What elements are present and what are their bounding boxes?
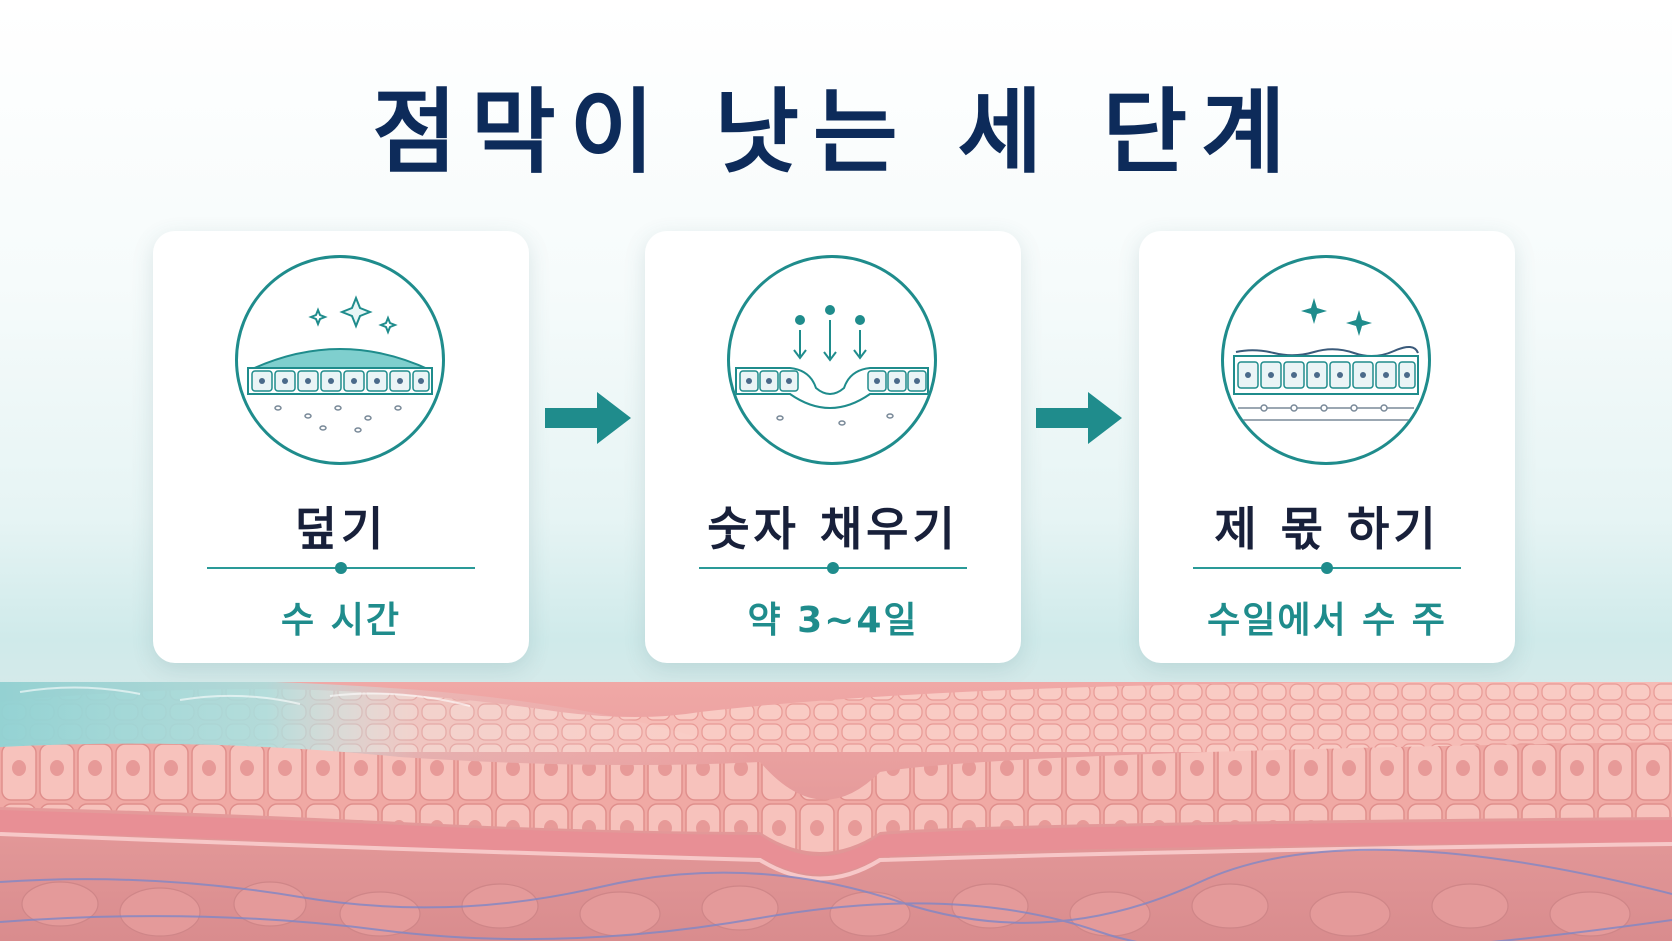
- page-title: 점막이 낫는 세 단계: [372, 79, 1300, 186]
- stage-card-1: 덮기 수 시간: [153, 231, 529, 663]
- stage-duration-1: 수 시간: [281, 600, 401, 641]
- stage-duration-3: 수일에서 수 주: [1207, 600, 1447, 641]
- stage-name-3: 제 몫 하기: [1214, 502, 1440, 556]
- tissue-illustration: [0, 682, 1672, 941]
- arrow-right-icon: [545, 392, 631, 444]
- cells-filling-gap-icon: [727, 255, 937, 465]
- stage-divider-dot-3: [1321, 562, 1333, 574]
- restored-tissue-icon: [1221, 255, 1431, 465]
- stage-card-2: 숫자 채우기 약 3~4일: [645, 231, 1021, 663]
- cell-layer-covered-icon: [235, 255, 445, 465]
- stage-divider-dot-2: [827, 562, 839, 574]
- stage-divider-dot-1: [335, 562, 347, 574]
- stage-card-3: 제 몫 하기 수일에서 수 주: [1139, 231, 1515, 663]
- stage-name-1: 덮기: [294, 502, 388, 556]
- stage-name-2: 숫자 채우기: [707, 502, 959, 556]
- arrow-right-icon: [1036, 392, 1122, 444]
- stage-duration-2: 약 3~4일: [747, 600, 919, 641]
